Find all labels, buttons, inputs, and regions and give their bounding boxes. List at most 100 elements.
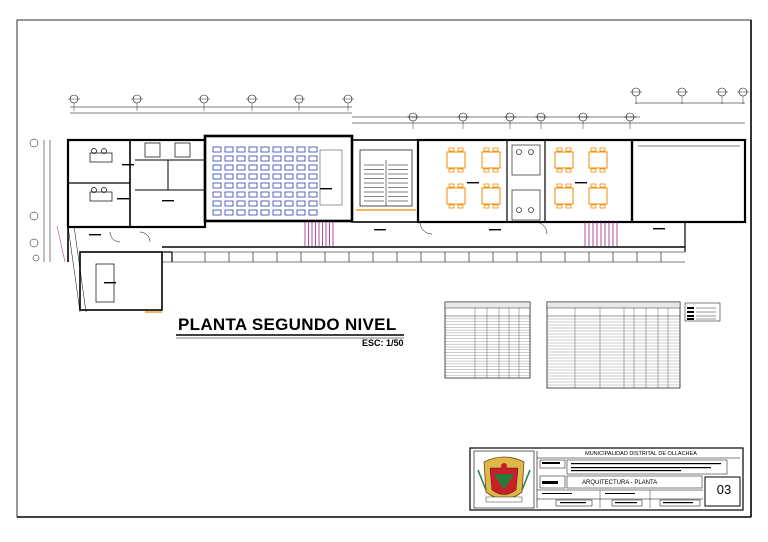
classroom-seat [272, 182, 282, 189]
classroom-seat [236, 173, 246, 180]
classroom-seat [248, 191, 258, 198]
classroom-seat [248, 182, 258, 189]
classroom-seat [284, 209, 294, 216]
classroom-seat [296, 146, 306, 153]
corridor-columns [204, 252, 662, 262]
chair [483, 183, 490, 188]
classroom-seat [224, 146, 234, 153]
schedule-table-1 [444, 301, 531, 379]
legend-swatch [687, 311, 694, 313]
classroom-seat [248, 146, 258, 153]
worktable [554, 187, 574, 205]
classroom-seat [284, 146, 294, 153]
classroom-seat [272, 155, 282, 162]
left-dimension-lines [29, 138, 51, 262]
chair [457, 183, 464, 188]
classroom-seat [272, 191, 282, 198]
chair [556, 168, 563, 173]
classroom-seat [296, 209, 306, 216]
schedule-table-2 [546, 301, 681, 389]
classroom-seat [308, 164, 318, 171]
legend-swatch [687, 315, 694, 317]
chair [492, 168, 499, 173]
top-dimension-lines [70, 102, 745, 124]
building-walls [66, 134, 747, 313]
classroom-seat [308, 209, 318, 216]
plan-title-underline [176, 334, 404, 339]
door-swings [109, 221, 548, 243]
legend-swatch [687, 318, 694, 320]
worktable [481, 151, 501, 169]
table-header [444, 301, 531, 309]
chair [556, 147, 563, 152]
classroom-seat [236, 155, 246, 162]
classroom-seat [212, 173, 222, 180]
chair [565, 183, 572, 188]
chair [457, 168, 464, 173]
chair [590, 183, 597, 188]
chair [448, 204, 455, 209]
restrooms [511, 144, 541, 221]
room-tag [575, 182, 587, 184]
legend-frame [684, 302, 721, 322]
ramp-edge [56, 225, 66, 263]
chair [492, 204, 499, 209]
chair [483, 204, 490, 209]
classroom-seat [248, 173, 258, 180]
chair [565, 168, 572, 173]
classroom-seat [296, 200, 306, 207]
room-tags [89, 164, 665, 284]
classroom-seat [236, 182, 246, 189]
classroom-seat [284, 191, 294, 198]
municipal-shield [477, 456, 531, 503]
sheet-border [16, 19, 752, 518]
classroom-seat [224, 182, 234, 189]
table-header [546, 301, 681, 309]
chair [448, 168, 455, 173]
chair [599, 147, 606, 152]
chair [556, 204, 563, 209]
room-tag [489, 229, 501, 231]
classroom-seat [224, 200, 234, 207]
classroom-seat [248, 155, 258, 162]
classroom-seat [248, 200, 258, 207]
classroom-seat [260, 155, 270, 162]
sheet-number: 03 [716, 482, 732, 497]
room-tag [122, 164, 134, 166]
classroom-seat [236, 146, 246, 153]
sheet-subject: ARQUITECTURA - PLANTA [582, 480, 658, 486]
classroom-seat [236, 191, 246, 198]
classroom-seat [248, 164, 258, 171]
classroom-seat [284, 173, 294, 180]
grid-axis-bubbles [68, 87, 749, 129]
classroom-seat [212, 182, 222, 189]
worktable [446, 151, 466, 169]
classroom-seat [260, 173, 270, 180]
classroom-seat [236, 164, 246, 171]
teacher-zone [319, 149, 343, 206]
chair [457, 147, 464, 152]
classroom-seat [284, 182, 294, 189]
chair [590, 204, 597, 209]
classroom-seat [212, 200, 222, 207]
classroom-seat [224, 173, 234, 180]
classroom-seat [284, 155, 294, 162]
classroom-seat [248, 209, 258, 216]
classroom-seat [296, 164, 306, 171]
classroom-seat [224, 191, 234, 198]
chair [599, 168, 606, 173]
chair [483, 147, 490, 152]
legend-swatch [687, 307, 694, 309]
room-tag [653, 228, 665, 230]
staircase [364, 160, 408, 206]
ramps [56, 222, 618, 263]
room-tag [117, 198, 129, 200]
classroom-seats [212, 146, 343, 216]
worktables [446, 147, 608, 209]
classroom-seat [212, 155, 222, 162]
classroom-seat [272, 209, 282, 216]
classroom-seat [308, 155, 318, 162]
classroom-seat [296, 182, 306, 189]
classroom-seat [260, 200, 270, 207]
classroom-seat [272, 200, 282, 207]
